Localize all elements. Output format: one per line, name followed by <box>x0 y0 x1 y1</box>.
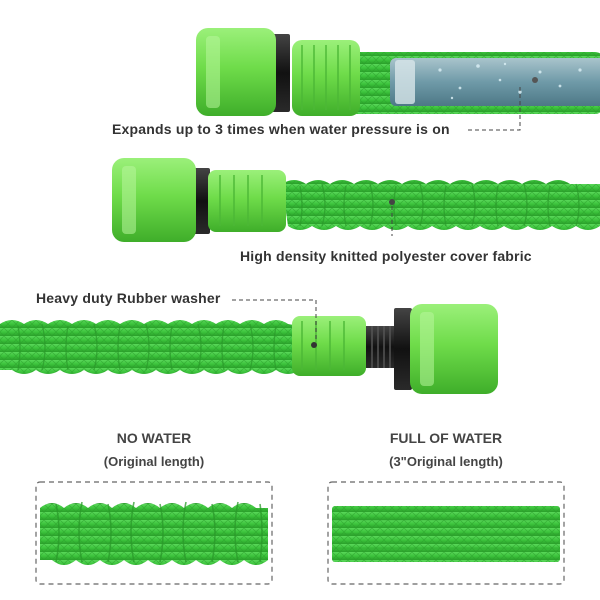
hose-compressed-lower <box>0 320 300 374</box>
fitting-lower <box>292 304 498 394</box>
hose-compressed-middle <box>282 180 600 230</box>
box-no-water <box>35 481 273 585</box>
no-water-subtitle: (Original length) <box>103 454 205 469</box>
hose-expanded-with-tube <box>340 52 600 114</box>
callout-leaders <box>232 84 521 340</box>
no-water-title: NO WATER <box>116 430 192 446</box>
full-of-water-title: FULL OF WATER <box>389 430 503 446</box>
callout-washer: Heavy duty Rubber washer <box>36 290 221 306</box>
full-of-water-subtitle: (3"Original length) <box>389 454 503 469</box>
fitting-middle <box>112 158 286 242</box>
box-full-of-water <box>327 481 565 585</box>
fitting-top <box>196 28 360 116</box>
rubber-washer <box>366 308 412 390</box>
callout-fabric: High density knitted polyester cover fab… <box>240 248 532 264</box>
callout-expands: Expands up to 3 times when water pressur… <box>112 121 450 137</box>
